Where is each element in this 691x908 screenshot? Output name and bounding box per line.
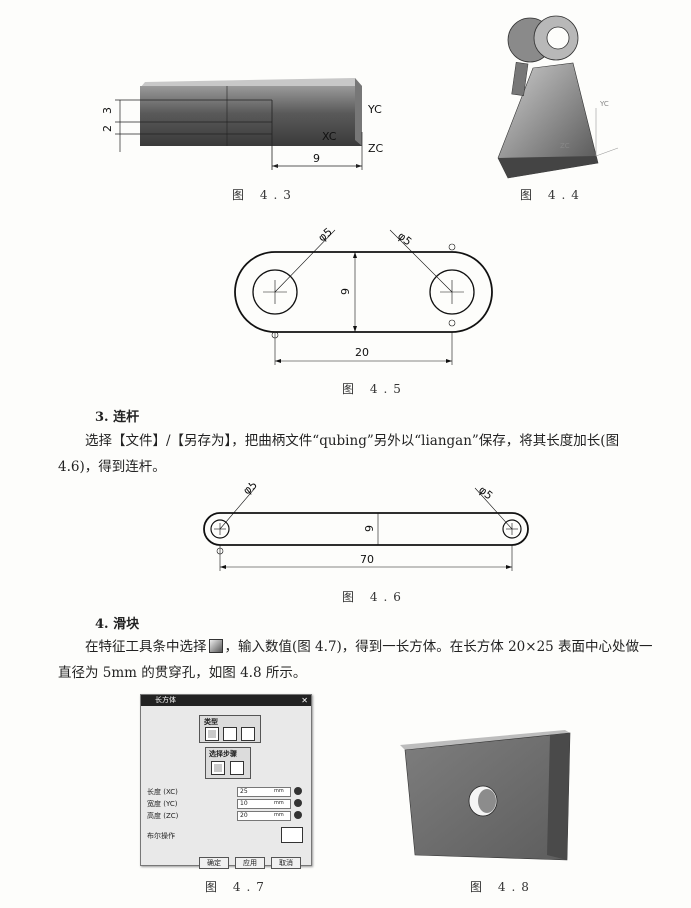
- cancel-button[interactable]: 取消: [271, 857, 301, 869]
- section-3-paragraph: 选择【文件】/【另存为】，把曲柄文件“qubing”另外以“liangan”保存…: [58, 433, 620, 475]
- width-unit: mm: [274, 800, 284, 806]
- step-option-1-icon[interactable]: [211, 761, 225, 775]
- height-input[interactable]: 20: [237, 811, 291, 821]
- dia-left: φ5: [241, 483, 260, 497]
- type-option-2-icon[interactable]: [223, 727, 237, 741]
- block-top-face: [140, 78, 362, 88]
- apply-button[interactable]: 应用: [235, 857, 265, 869]
- hole-right: [429, 269, 475, 315]
- step-option-2-icon[interactable]: [230, 761, 244, 775]
- width-input[interactable]: 10: [237, 799, 291, 809]
- height-label: 高度 (ZC): [147, 812, 179, 820]
- dim-left-top: 3: [101, 107, 114, 114]
- dim-height: 9: [339, 288, 352, 295]
- height-unit: mm: [274, 812, 284, 818]
- type-group: 类型: [199, 715, 261, 743]
- caption-4-3: 图 4.3: [232, 188, 297, 202]
- boolean-label: 布尔操作: [147, 832, 175, 840]
- dim-left-bottom: 2: [101, 125, 114, 132]
- length-spinner-icon[interactable]: [294, 787, 302, 795]
- height-row: 高度 (ZC) 20 mm: [147, 811, 307, 821]
- dia-left: φ5: [316, 225, 335, 244]
- figure-4-8: [400, 730, 571, 861]
- width-label: 宽度 (YC): [147, 800, 178, 808]
- width-row: 宽度 (YC) 10 mm: [147, 799, 307, 809]
- section-3-heading: 3. 连杆: [95, 410, 140, 425]
- caption-4-5: 图 4.5: [342, 382, 407, 396]
- slider-top-face: [400, 730, 570, 750]
- dia-right: φ5: [395, 229, 414, 248]
- width-spinner-icon[interactable]: [294, 799, 302, 807]
- dia-right: φ5: [476, 483, 495, 502]
- type-option-3-icon[interactable]: [241, 727, 255, 741]
- caption-4-8: 图 4.8: [470, 880, 535, 894]
- type-label: 类型: [204, 718, 218, 726]
- block-dialog: 长方体 ✕ 类型 选择步骤 长度 (XC) 25 mm 宽度 (YC) 10 m…: [140, 694, 312, 869]
- dim-width: 20: [355, 346, 369, 359]
- boolean-row: 布尔操作: [147, 827, 307, 843]
- caption-4-4: 图 4.4: [520, 188, 585, 202]
- section-4-paragraph: 在特征工具条中选择，输入数值(图 4.7)，得到一长方体。在长方体 20×25 …: [58, 634, 658, 686]
- length-label: 长度 (XC): [147, 788, 178, 796]
- ok-button[interactable]: 确定: [199, 857, 229, 869]
- axis-xc: XC: [322, 130, 337, 143]
- section-4-text-after: ，输入数值(图 4.7)，得到一长方体。在长方体 20×25 表面中心处做一直径…: [58, 639, 653, 681]
- axis-zc: ZC: [560, 142, 570, 150]
- axis-yc: YC: [599, 100, 609, 108]
- length-input[interactable]: 25: [237, 787, 291, 797]
- dialog-title-bar: 长方体 ✕: [141, 695, 311, 706]
- dim-width: 70: [360, 553, 374, 566]
- dim-bottom: 9: [313, 152, 320, 165]
- block-front-face: [140, 86, 362, 146]
- dim-height: 9: [363, 525, 376, 532]
- height-spinner-icon[interactable]: [294, 811, 302, 819]
- type-option-1-icon[interactable]: [205, 727, 219, 741]
- axis-zc: ZC: [368, 142, 384, 155]
- length-unit: mm: [274, 788, 284, 794]
- block-tool-icon: [208, 639, 223, 653]
- figure-4-6: φ5 φ5 9 70: [203, 483, 529, 571]
- steps-label: 选择步骤: [209, 750, 237, 758]
- section-4-text-before: 在特征工具条中选择: [85, 639, 207, 655]
- axis-yc: YC: [367, 103, 382, 116]
- figure-4-3: 3 2 9 YC XC ZC: [101, 78, 384, 170]
- caption-4-7: 图 4.7: [205, 880, 270, 894]
- boolean-dropdown[interactable]: [281, 827, 303, 843]
- hole-left: [252, 269, 298, 315]
- close-icon[interactable]: ✕: [301, 696, 308, 705]
- length-row: 长度 (XC) 25 mm: [147, 787, 307, 797]
- figure-4-4: YC ZC: [497, 15, 619, 179]
- steps-group: 选择步骤: [205, 747, 251, 779]
- dialog-title: 长方体: [155, 696, 176, 704]
- figure-4-5: φ5 φ5 9 20: [234, 225, 493, 365]
- section-4-heading: 4. 滑块: [95, 617, 140, 632]
- caption-4-6: 图 4.6: [342, 590, 407, 604]
